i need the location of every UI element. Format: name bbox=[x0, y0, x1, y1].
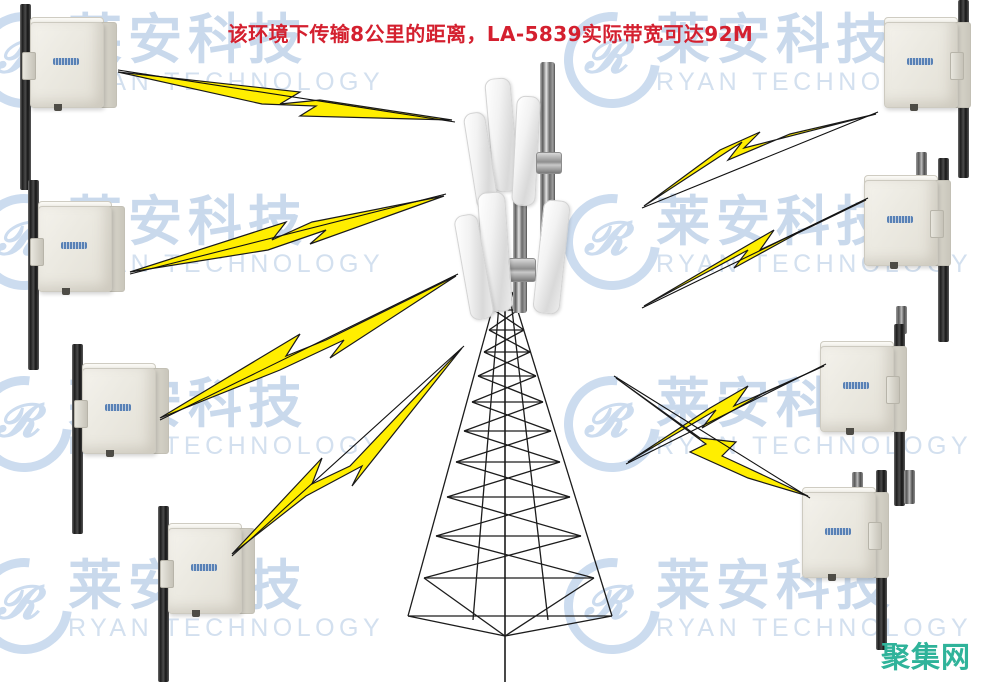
pole-stub bbox=[904, 470, 915, 504]
mounting-pole bbox=[20, 4, 31, 190]
cable-gland bbox=[846, 428, 854, 435]
pole-bracket bbox=[22, 52, 36, 80]
pole-stub bbox=[896, 306, 907, 334]
pole-bracket bbox=[74, 400, 88, 428]
mast-collar bbox=[508, 258, 536, 282]
mounting-pole bbox=[72, 344, 83, 534]
cable-gland bbox=[62, 288, 70, 295]
cable-gland bbox=[54, 104, 62, 111]
pole-bracket bbox=[160, 560, 174, 588]
pole-bracket bbox=[30, 238, 44, 266]
cpe-enclosure bbox=[30, 17, 117, 108]
mounting-pole bbox=[158, 506, 169, 682]
cpe-enclosure bbox=[884, 17, 971, 108]
cable-gland bbox=[890, 262, 898, 269]
cpe-enclosure bbox=[820, 341, 907, 432]
cpe-enclosure bbox=[82, 363, 169, 454]
cpe-enclosure bbox=[802, 487, 889, 578]
pole-bracket bbox=[886, 376, 900, 404]
cable-gland bbox=[828, 574, 836, 581]
cpe-enclosure bbox=[168, 523, 255, 614]
pole-bracket bbox=[868, 522, 882, 550]
pole-stub bbox=[916, 152, 927, 182]
cable-gland bbox=[106, 450, 114, 457]
page-title: 该环境下传输8公里的距离，LA-5839实际带宽可达92M bbox=[227, 22, 754, 46]
cpe-enclosure bbox=[864, 175, 951, 266]
cable-gland bbox=[910, 104, 918, 111]
pole-stub bbox=[852, 472, 863, 498]
tower-mast-lower bbox=[513, 188, 527, 313]
mast-collar bbox=[536, 152, 562, 174]
cable-gland bbox=[192, 610, 200, 617]
pole-bracket bbox=[930, 210, 944, 238]
pole-bracket bbox=[950, 52, 964, 80]
site-logo: 聚集网 bbox=[880, 640, 971, 674]
mounting-pole bbox=[28, 180, 39, 370]
cpe-enclosure bbox=[38, 201, 125, 292]
